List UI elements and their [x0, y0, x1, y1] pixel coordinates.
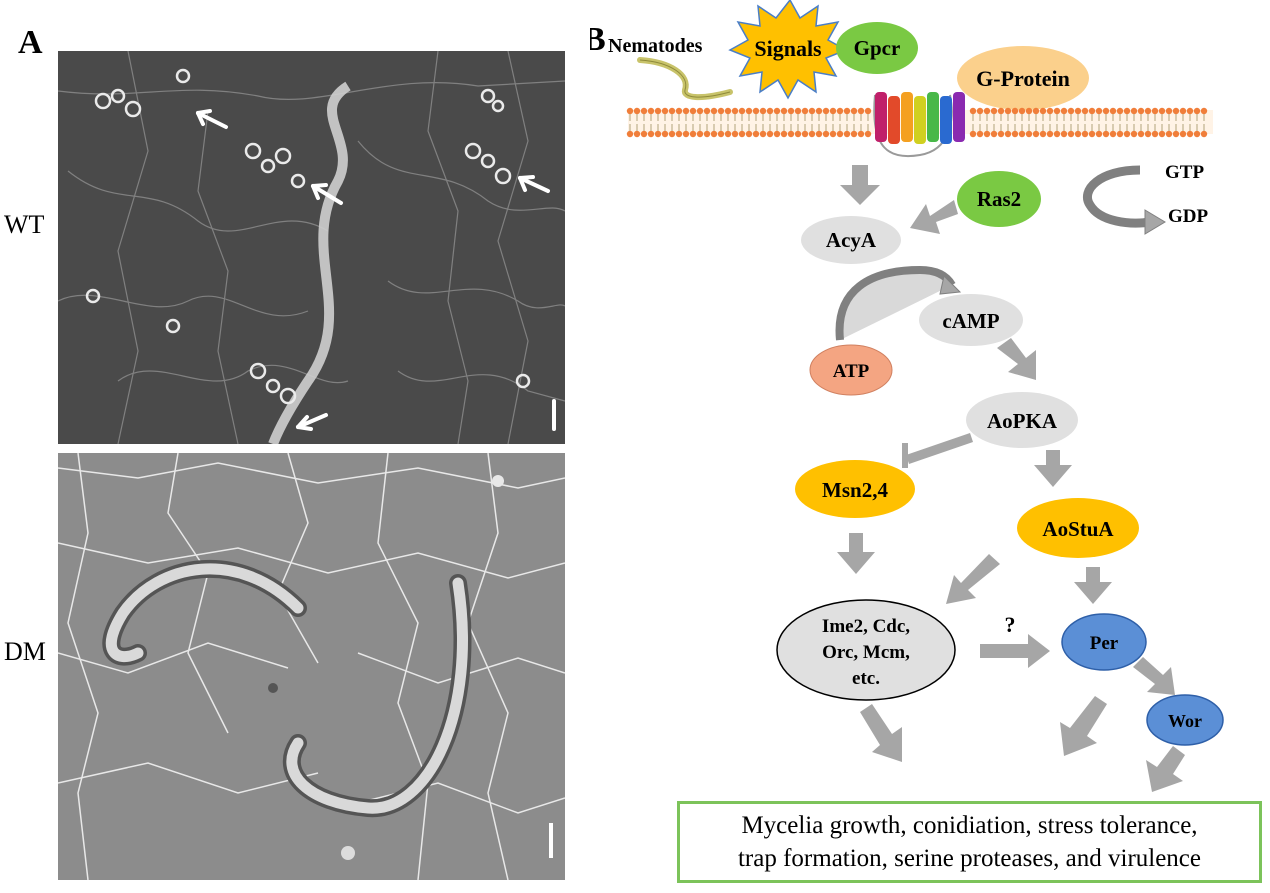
acya-node: [801, 216, 901, 264]
question-mark: ?: [1005, 612, 1016, 637]
msn-label: Msn2,4: [822, 478, 888, 502]
panel-a-letter: A: [18, 24, 43, 61]
target-genes-line2: Orc, Mcm,: [822, 642, 910, 663]
wt-label: WT: [4, 210, 45, 239]
aostua-node: [1017, 498, 1139, 558]
nematodes-label: Nematodes: [608, 35, 703, 57]
acya-label: AcyA: [826, 228, 877, 252]
target-genes-line3: etc.: [852, 668, 880, 689]
per-node: [1061, 613, 1147, 671]
ras2-label: Ras2: [977, 187, 1021, 211]
aopka-node: [966, 392, 1078, 448]
pathway-arrows: [837, 165, 1185, 792]
dm-label: DM: [4, 637, 46, 666]
aopka-label: AoPKA: [987, 409, 1058, 433]
atp-label: ATP: [833, 361, 870, 382]
pathway-diagram: B Nematodes Signals Gpcr G-Protein Ras2 …: [590, 0, 1224, 792]
camp-label: cAMP: [942, 309, 999, 333]
msn-node: [795, 460, 915, 518]
dm-micrograph: [58, 453, 565, 880]
phenotype-summary-box: Mycelia growth, conidiation, stress tole…: [677, 801, 1262, 883]
wt-micrograph: [58, 51, 565, 444]
target-genes-line1: Ime2, Cdc,: [822, 616, 910, 637]
wor-node: [1146, 694, 1224, 746]
gpcr-node: [836, 22, 918, 74]
cell-membrane: [626, 107, 1213, 138]
atp-node: [809, 344, 893, 396]
summary-line1: Mycelia growth, conidiation, stress tole…: [741, 812, 1198, 839]
gtp-label: GTP: [1165, 162, 1204, 183]
signals-label: Signals: [754, 36, 822, 61]
target-genes-node: [776, 599, 956, 701]
g-protein-label: G-Protein: [976, 66, 1070, 91]
wor-label: Wor: [1168, 711, 1202, 731]
signals-starburst: [728, 0, 848, 100]
ras2-node: [957, 171, 1041, 227]
per-label: Per: [1090, 633, 1119, 654]
gpcr-label: Gpcr: [854, 36, 901, 60]
gpcr-receptor-icon: [873, 92, 965, 158]
panel-b-letter: B: [590, 21, 606, 58]
aostua-label: AoStuA: [1042, 517, 1114, 541]
gdp-label: GDP: [1168, 206, 1209, 227]
summary-line2: trap formation, serine proteases, and vi…: [737, 845, 1201, 872]
gtp-gdp-arrow: [1083, 165, 1151, 228]
g-protein-node: [957, 46, 1089, 110]
camp-node: [919, 294, 1023, 346]
